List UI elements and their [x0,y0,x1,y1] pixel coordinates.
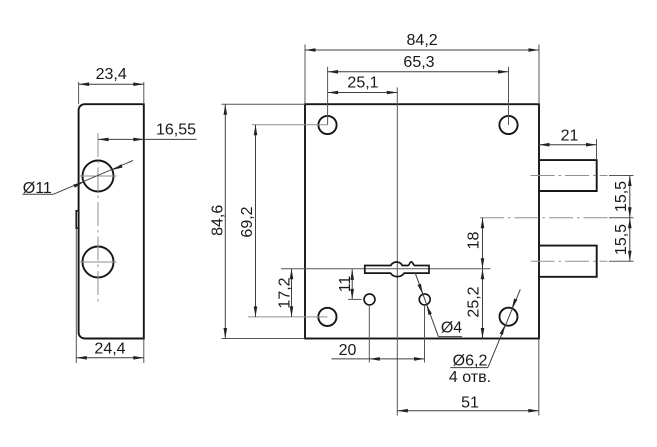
svg-text:11: 11 [337,276,354,293]
svg-text:65,3: 65,3 [403,54,434,71]
svg-text:24,4: 24,4 [94,341,125,358]
svg-text:17,2: 17,2 [277,277,294,308]
svg-text:4 отв.: 4 отв. [449,369,491,386]
svg-text:Ø11: Ø11 [23,180,52,197]
svg-text:25,2: 25,2 [466,286,483,317]
svg-text:Ø4: Ø4 [441,320,462,337]
svg-text:84,2: 84,2 [407,32,438,49]
svg-text:69,2: 69,2 [239,206,256,237]
svg-text:15,5: 15,5 [613,224,630,255]
svg-text:21: 21 [561,128,579,145]
svg-text:15,5: 15,5 [613,181,630,212]
svg-text:84,6: 84,6 [210,205,227,236]
svg-text:16,55: 16,55 [156,122,196,139]
svg-text:20: 20 [339,342,357,359]
svg-text:18: 18 [466,232,483,250]
svg-text:Ø6,2: Ø6,2 [453,352,488,369]
svg-text:25,1: 25,1 [347,75,378,92]
svg-text:23,4: 23,4 [96,66,127,83]
svg-text:51: 51 [461,395,479,412]
